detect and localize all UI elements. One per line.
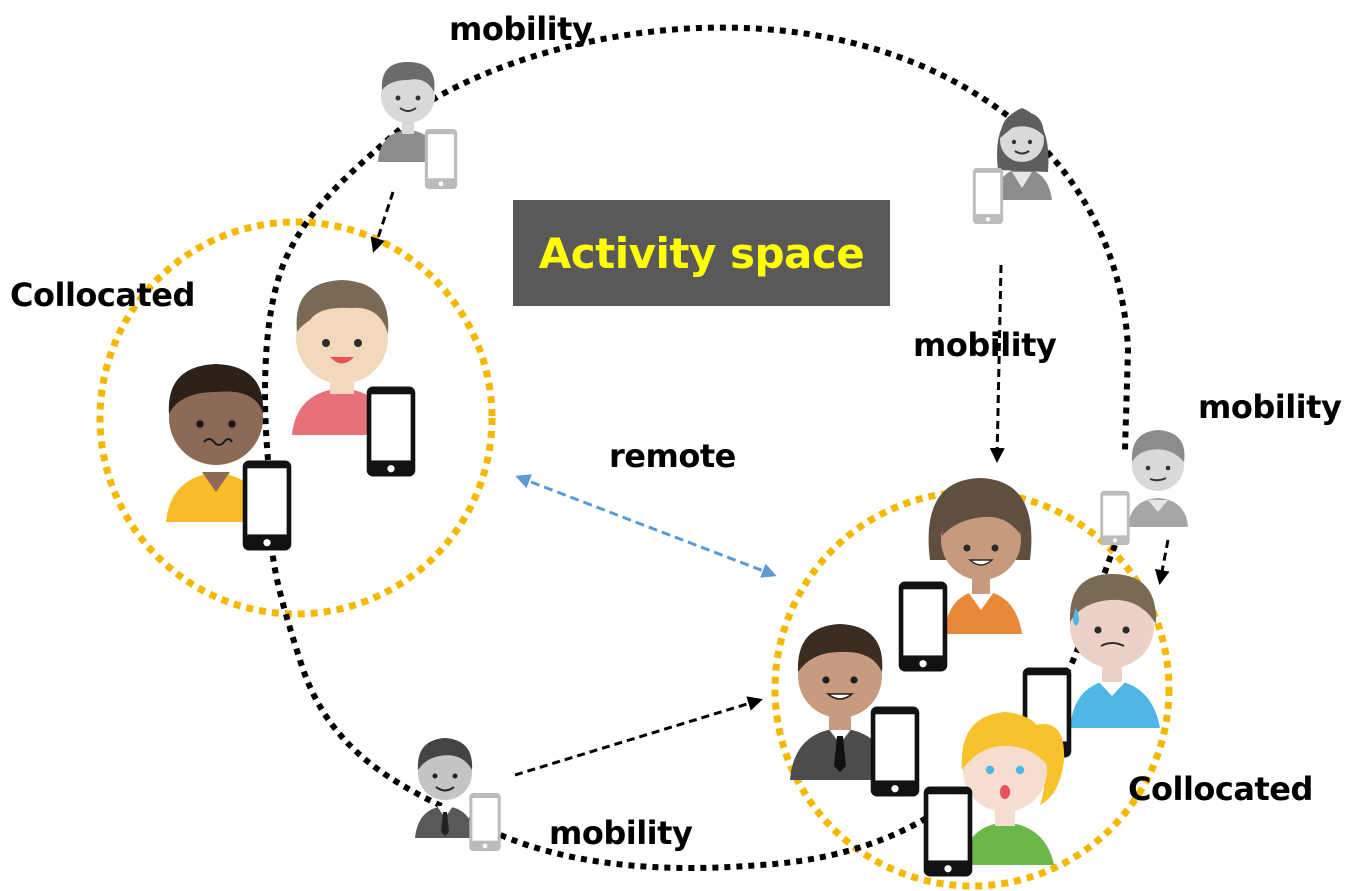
phone-icon (469, 793, 501, 851)
person-icon (378, 62, 438, 162)
remote-arrow (515, 474, 777, 578)
mobility-label-center: mobility (913, 326, 1057, 364)
person-icon (166, 364, 268, 522)
phone-icon (923, 786, 973, 877)
phone-icon (366, 386, 416, 477)
phone-icon (1100, 490, 1130, 546)
mobility-label-bottom: mobility (549, 814, 693, 852)
mobility-label-top: mobility (449, 10, 593, 48)
phone-icon (242, 460, 292, 551)
arrow-bottom (514, 696, 763, 777)
activity-space-title: Activity space (538, 228, 865, 278)
person-icon (928, 478, 1032, 634)
person-icon (1069, 574, 1160, 728)
person-icon (790, 624, 892, 780)
arrow-center (989, 264, 1005, 463)
phone-icon (972, 167, 1004, 225)
collocated-label-left: Collocated (10, 276, 195, 314)
person-icon (961, 712, 1065, 865)
person-icon (415, 738, 475, 838)
arrow-top-left (370, 191, 395, 253)
collocated-label-right: Collocated (1128, 770, 1313, 808)
phone-icon (870, 706, 920, 797)
remote-label: remote (609, 437, 736, 475)
activity-space-title-box: Activity space (513, 200, 890, 306)
phone-icon (424, 129, 458, 189)
person-icon (1128, 430, 1188, 527)
mobility-label-right: mobility (1198, 388, 1342, 426)
person-icon (995, 108, 1052, 200)
arrow-right (1154, 539, 1170, 585)
phone-icon (898, 581, 948, 672)
collocated-circle-left (96, 218, 496, 618)
